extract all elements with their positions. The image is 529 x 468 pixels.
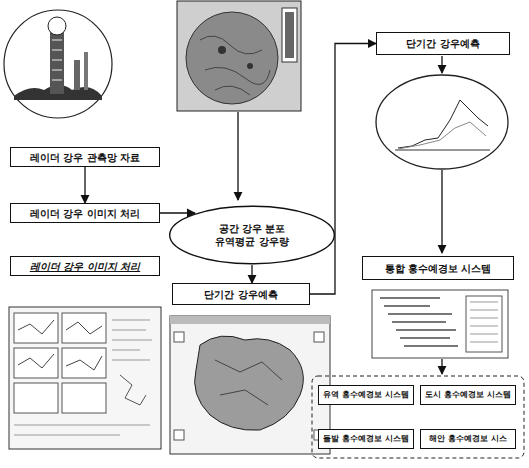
node-text: 유역평균 강우량 [215, 235, 288, 248]
node-text: 도시 홍수예경보 시스템 [425, 390, 511, 400]
dashed-group-outline [312, 376, 524, 458]
rainfall-forecast-map [170, 316, 330, 454]
ellipse-node: 공간 강우 분포유역평균 강우량 [168, 205, 336, 265]
process-box: 돌발 홍수예경보 시스템 [318, 429, 414, 449]
image-arrow [441, 170, 442, 253]
node-text: 단기간 강우예측 [406, 37, 479, 50]
image-arrow [441, 56, 442, 73]
node-text: 레이더 강우 이미지 처리 [30, 260, 140, 273]
node-text: 레이더 강우 이미지 처리 [30, 207, 140, 220]
ellipse-outline [168, 205, 336, 265]
flow-arrow [84, 167, 85, 203]
image-arrow [441, 359, 442, 374]
node-text: 유역 홍수예경보 시스템 [323, 390, 409, 400]
process-box: 레이더 강우 이미지 처리 [10, 203, 160, 223]
process-box: 레이더 강우 이미지 처리 [10, 256, 160, 276]
image-processing-screen [9, 307, 161, 449]
process-box: 단기간 강우예측 [172, 283, 310, 305]
process-box: 통합 홍수예경보 시스템 [362, 256, 514, 280]
node-text: 레이더 강우 관측망 자료 [30, 151, 140, 164]
process-box: 해안 홍수예경보 시스 [420, 429, 516, 449]
flow-arrow [160, 212, 195, 213]
flow-arrow [251, 265, 252, 283]
process-box: 단기간 강우예측 [376, 32, 510, 55]
node-text: 해안 홍수예경보 시스 [429, 434, 507, 444]
node-text: 돌발 홍수예경보 시스템 [323, 434, 409, 444]
rainfall-forecast-chart [376, 75, 508, 169]
radar-rain-image [177, 1, 301, 111]
image-arrow [237, 112, 238, 200]
process-box: 유역 홍수예경보 시스템 [318, 385, 414, 405]
warning-system-screen [372, 290, 508, 358]
node-text: 통합 홍수예경보 시스템 [385, 262, 492, 275]
radar-tower-picture [4, 10, 112, 118]
process-box: 레이더 강우 관측망 자료 [10, 147, 160, 167]
node-text: 단기간 강우예측 [204, 288, 277, 301]
node-text: 공간 강우 분포 [219, 222, 286, 235]
process-box: 도시 홍수예경보 시스템 [420, 385, 516, 405]
